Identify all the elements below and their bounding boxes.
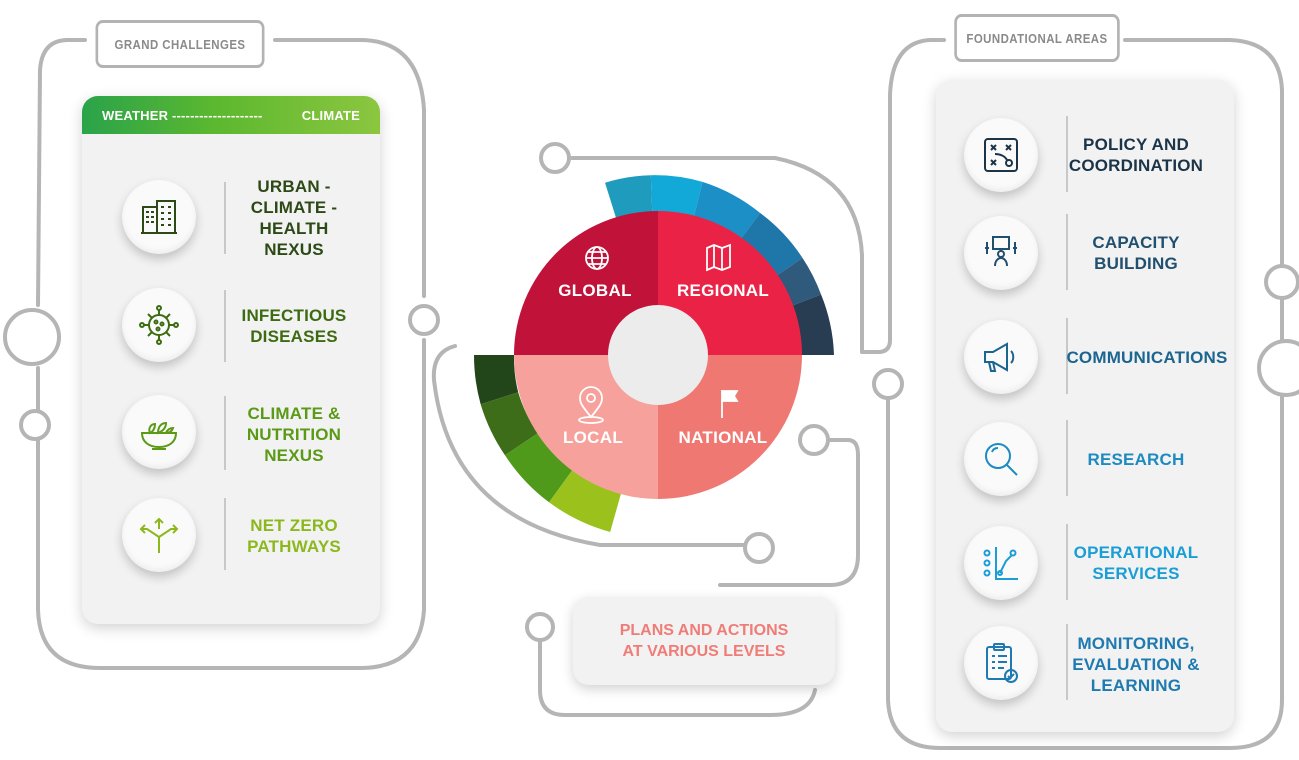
globe-icon <box>585 246 609 270</box>
challenge-divider <box>224 498 226 570</box>
segment-label-regional: REGIONAL <box>676 281 770 300</box>
line-graph-icon <box>983 547 1018 580</box>
area-item-operational-icon-circle <box>964 526 1038 600</box>
segment-label-local: LOCAL <box>562 428 624 447</box>
label-line: LEARNING <box>1090 675 1182 695</box>
salad-bowl-icon <box>140 421 178 450</box>
megaphone-icon <box>984 342 1015 372</box>
segment-label-global: GLOBAL <box>558 281 632 300</box>
label-line: COORDINATION <box>1068 156 1204 175</box>
checklist-icon <box>986 643 1018 683</box>
flag-icon <box>721 390 739 418</box>
area-label-research: RESEARCH <box>1072 420 1200 498</box>
strategy-board-icon <box>984 138 1018 172</box>
area-item-research-icon-circle <box>964 422 1038 496</box>
label-line: EVALUATION & <box>1072 654 1200 674</box>
label-line: CLIMATE & <box>247 403 341 423</box>
plans-line: PLANS AND ACTIONS <box>619 622 789 639</box>
label-line: OPERATIONAL <box>1073 543 1199 562</box>
challenge-item-nutrition-icon-circle <box>122 395 196 469</box>
label-line: SERVICES <box>1092 564 1180 583</box>
donut-hole <box>608 305 708 405</box>
label-line: HEALTH NEXUS <box>259 219 329 259</box>
area-label-capacity: CAPACITY BUILDING <box>1072 214 1200 292</box>
area-divider <box>1066 318 1068 394</box>
area-item-monitoring-icon-circle <box>964 626 1038 700</box>
label-line: NET ZERO <box>250 516 338 535</box>
label-line: NEXUS <box>264 445 324 465</box>
label-line: COMMUNICATIONS <box>1066 347 1228 367</box>
challenge-item-infectious-icon-circle <box>122 288 196 362</box>
climate-label: CLIMATE <box>301 107 360 123</box>
arrows-split-icon <box>139 517 179 553</box>
label-line: BUILDING <box>1094 254 1178 273</box>
challenge-label-urban: URBAN - CLIMATE - HEALTH NEXUS <box>232 177 356 259</box>
segment-national <box>658 355 802 499</box>
challenge-item-netzero-icon-circle <box>122 498 196 572</box>
outer-arc-green <box>473 355 622 532</box>
segment-regional <box>658 211 802 355</box>
segment-label-national: NATIONAL <box>678 428 768 447</box>
challenge-divider <box>224 290 226 362</box>
label-line: NUTRITION <box>246 424 342 444</box>
area-divider <box>1066 214 1068 290</box>
virus-icon <box>139 305 179 345</box>
levels-donut <box>473 175 834 532</box>
area-label-policy: POLICY AND COORDINATION <box>1068 116 1204 194</box>
area-label-communications: COMMUNICATIONS <box>1066 318 1227 396</box>
area-label-monitoring: MONITORING, EVALUATION & LEARNING <box>1072 624 1200 704</box>
area-divider <box>1066 420 1068 496</box>
grand-challenges-label: GRAND CHALLENGES <box>114 36 246 52</box>
challenge-divider <box>224 182 226 254</box>
label-line: CAPACITY <box>1092 233 1180 252</box>
area-item-communications-icon-circle <box>964 320 1038 394</box>
segment-local <box>514 355 658 499</box>
label-line: URBAN - <box>257 177 331 196</box>
area-item-capacity-icon-circle <box>964 216 1038 290</box>
challenge-label-nutrition: CLIMATE & NUTRITION NEXUS <box>232 395 356 473</box>
foundational-areas-tag: FOUNDATIONAL AREAS <box>954 14 1120 62</box>
plans-and-actions-box: PLANS AND ACTIONS AT VARIOUS LEVELS <box>573 597 835 685</box>
area-item-policy-icon-circle <box>964 118 1038 192</box>
grand-challenges-tag: GRAND CHALLENGES <box>95 20 265 68</box>
location-pin-icon <box>578 386 604 424</box>
presenter-icon <box>985 236 1017 267</box>
area-divider <box>1066 524 1068 600</box>
challenge-label-netzero: NET ZERO PATHWAYS <box>232 498 356 574</box>
challenge-label-infectious: INFECTIOUS DISEASES <box>232 288 356 364</box>
challenge-item-urban-icon-circle <box>122 180 196 254</box>
challenge-divider <box>224 396 226 470</box>
weather-climate-bar: WEATHER -------------------- CLIMATE <box>82 96 380 134</box>
label-line: DISEASES <box>250 327 338 346</box>
label-line: RESEARCH <box>1087 449 1185 469</box>
area-divider <box>1066 624 1068 700</box>
foundational-areas-label: FOUNDATIONAL AREAS <box>966 30 1108 46</box>
grand-challenges-card: WEATHER -------------------- CLIMATE <box>82 96 380 624</box>
building-icon <box>141 200 177 234</box>
label-line: PATHWAYS <box>247 537 341 556</box>
label-line: CLIMATE - <box>250 198 338 217</box>
area-label-operational: OPERATIONAL SERVICES <box>1072 524 1200 602</box>
weather-label: WEATHER -------------------- <box>102 107 263 123</box>
label-line: INFECTIOUS <box>241 306 347 325</box>
plans-line: AT VARIOUS LEVELS <box>622 643 786 660</box>
label-line: MONITORING, <box>1077 633 1195 653</box>
map-icon <box>706 243 731 272</box>
magnifier-icon <box>985 443 1018 476</box>
label-line: POLICY AND <box>1083 135 1189 154</box>
segment-global <box>514 211 658 355</box>
area-divider <box>1066 116 1068 192</box>
